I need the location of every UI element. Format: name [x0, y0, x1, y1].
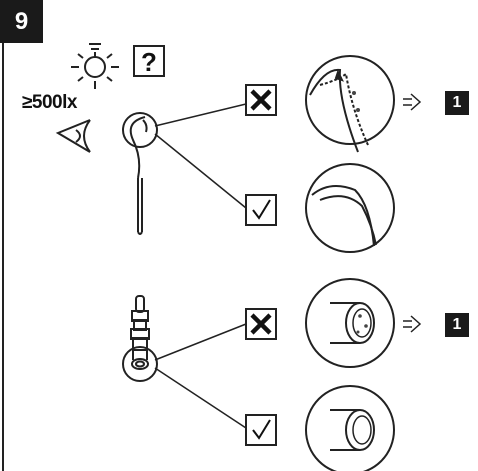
step-number-badge: 9 [0, 0, 43, 43]
check-box-icon [245, 414, 277, 446]
step-reference-number: 1 [452, 316, 462, 333]
handpiece-illustration [122, 295, 158, 382]
hook-instrument-illustration [122, 112, 158, 235]
step-number: 9 [14, 7, 29, 35]
check-box-icon [245, 194, 277, 226]
question-mark: ? [141, 47, 157, 77]
light-bulb-icon [71, 43, 119, 89]
connector-line [154, 323, 247, 361]
magnified-damaged-tip [305, 55, 395, 153]
arrow-right-icon [403, 315, 422, 333]
question-box-icon: ? [133, 45, 165, 77]
arrow-right-icon [403, 93, 422, 111]
magnified-intact-tip [305, 163, 395, 253]
eye-icon [55, 119, 91, 153]
cross-box-icon [245, 308, 277, 340]
connector-line [154, 367, 247, 429]
connector-line [154, 103, 247, 127]
magnified-clean-opening [305, 385, 395, 471]
step-reference-badge: 1 [445, 313, 469, 337]
lux-requirement-label: ≥500lx [22, 92, 77, 113]
step-reference-badge: 1 [445, 91, 469, 115]
cross-box-icon [245, 84, 277, 116]
connector-line [154, 133, 247, 209]
magnified-contaminated-opening [305, 278, 395, 368]
step-reference-number: 1 [452, 94, 462, 111]
